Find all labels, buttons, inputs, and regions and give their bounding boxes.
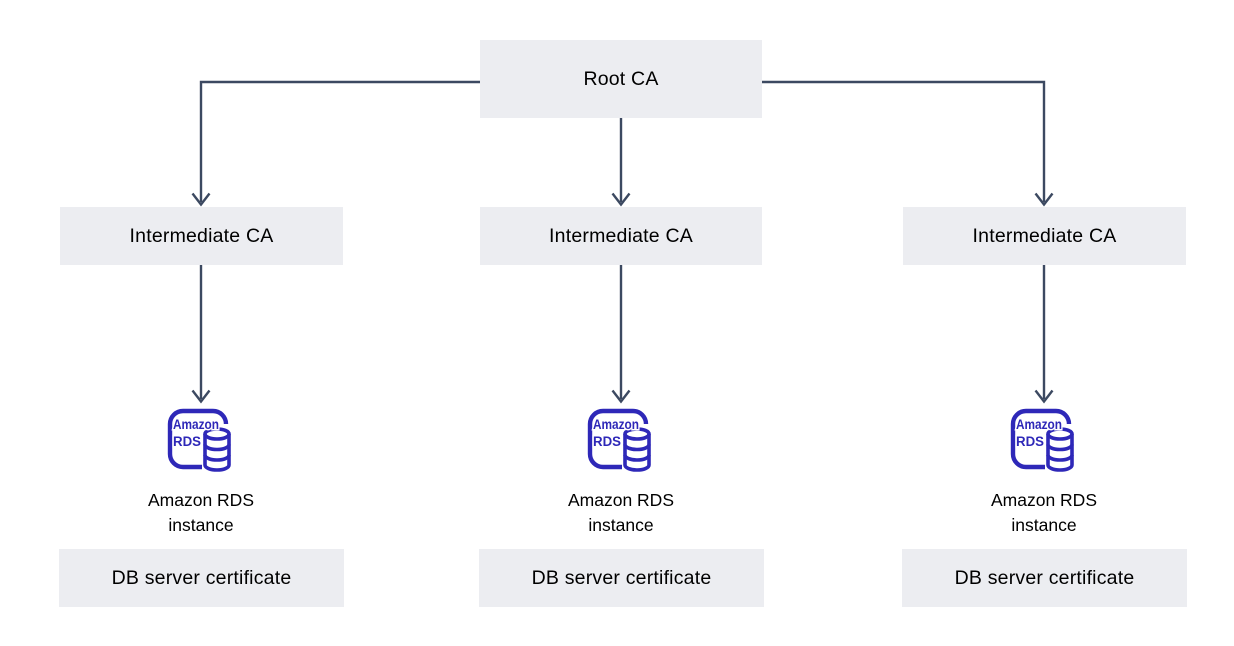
db-server-certificate-node-right: DB server certificate — [902, 549, 1187, 607]
db-server-certificate-label: DB server certificate — [954, 566, 1135, 589]
arrow-root-to-intermediate-left — [199, 80, 480, 202]
rds-icon-word-rds: RDS — [1016, 434, 1044, 449]
rds-icon-word-amazon: Amazon — [593, 417, 639, 432]
arrowhead-rds-right — [1034, 389, 1054, 404]
arrow-root-to-intermediate-right — [762, 80, 1046, 202]
rds-icon-word-rds: RDS — [593, 434, 621, 449]
db-server-certificate-label: DB server certificate — [531, 566, 712, 589]
amazon-rds-icon: Amazon RDS — [587, 408, 655, 476]
amazon-rds-instance-label: Amazon RDS instance — [511, 488, 731, 538]
rds-icon-word-rds: RDS — [173, 434, 201, 449]
rds-icon-word-amazon: Amazon — [173, 417, 219, 432]
db-server-certificate-node-left: DB server certificate — [59, 549, 344, 607]
db-server-certificate-node-middle: DB server certificate — [479, 549, 764, 607]
instance-label-line1: Amazon RDS — [990, 490, 1097, 510]
database-cylinder-icon — [203, 427, 231, 472]
root-ca-node: Root CA — [480, 40, 762, 118]
root-ca-label: Root CA — [583, 67, 659, 90]
arrowhead-rds-middle — [611, 389, 631, 404]
arrowhead-rds-left — [191, 389, 211, 404]
instance-label-line2: instance — [1011, 515, 1077, 535]
db-server-certificate-label: DB server certificate — [111, 566, 292, 589]
intermediate-ca-label: Intermediate CA — [972, 224, 1117, 247]
intermediate-ca-node-right: Intermediate CA — [903, 207, 1186, 265]
instance-label-line2: instance — [168, 515, 234, 535]
rds-icon-word-amazon: Amazon — [1016, 417, 1062, 432]
amazon-rds-instance-label: Amazon RDS instance — [934, 488, 1154, 538]
intermediate-ca-node-left: Intermediate CA — [60, 207, 343, 265]
instance-label-line1: Amazon RDS — [147, 490, 254, 510]
amazon-rds-instance-label: Amazon RDS instance — [91, 488, 311, 538]
intermediate-ca-label: Intermediate CA — [549, 224, 693, 247]
intermediate-ca-label: Intermediate CA — [129, 224, 274, 247]
instance-label-line1: Amazon RDS — [567, 490, 674, 510]
instance-label-line2: instance — [588, 515, 654, 535]
database-cylinder-icon — [623, 427, 651, 472]
intermediate-ca-node-middle: Intermediate CA — [480, 207, 762, 265]
arrowhead-intermediate-middle — [611, 192, 631, 207]
database-cylinder-icon — [1046, 427, 1074, 472]
amazon-rds-icon: Amazon RDS — [1010, 408, 1078, 476]
arrowhead-intermediate-left — [191, 192, 211, 207]
amazon-rds-icon: Amazon RDS — [167, 408, 235, 476]
arrowhead-intermediate-right — [1034, 192, 1054, 207]
